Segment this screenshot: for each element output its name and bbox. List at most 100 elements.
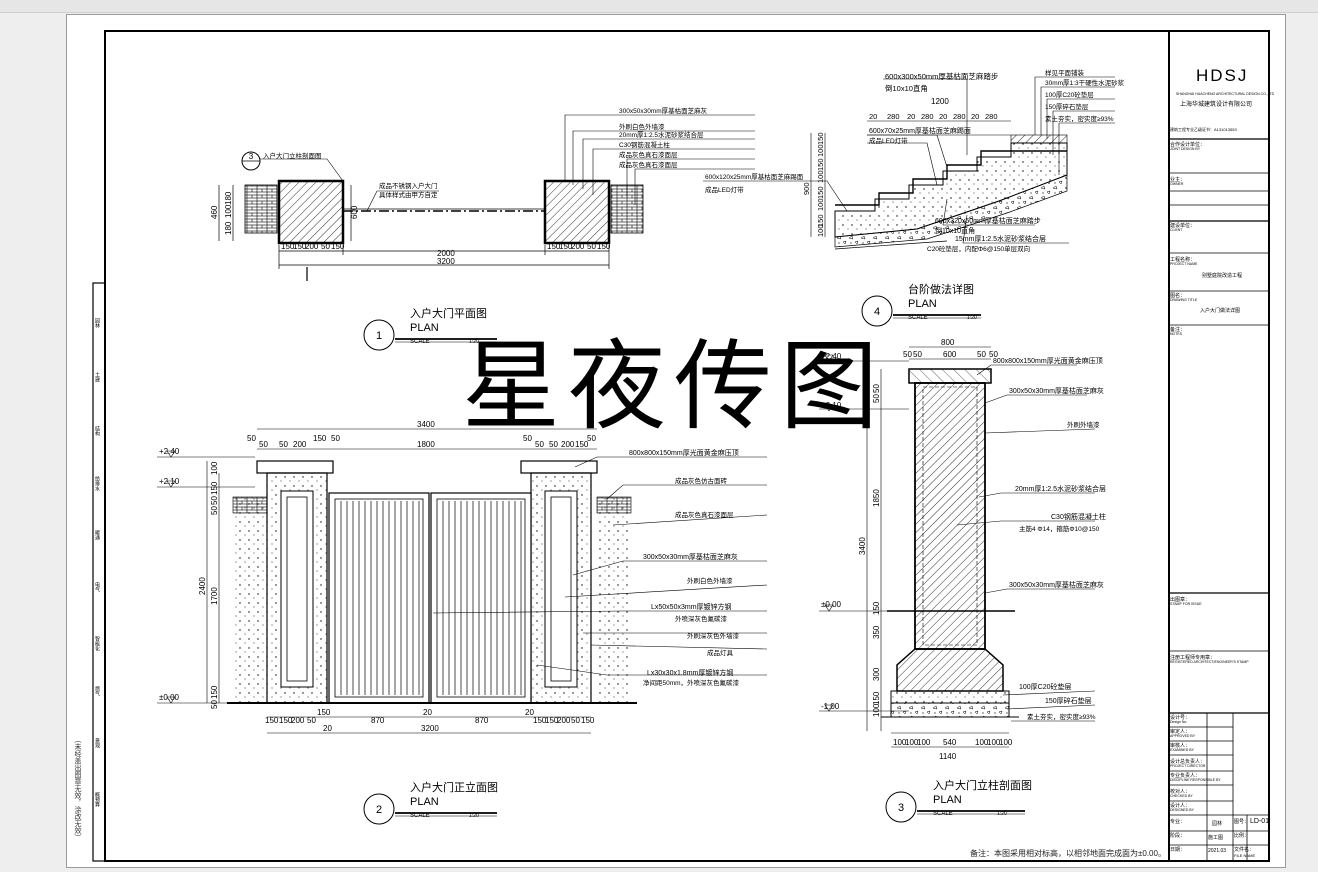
- plan-gate-note-1: 成品不锈钢入户大门: [379, 181, 438, 190]
- plan-dim: 150: [597, 242, 611, 251]
- tb-stamp-label: 出图章：: [1170, 597, 1191, 603]
- step-dim-280: 20: [971, 112, 979, 121]
- plan-dim: 200: [571, 242, 585, 251]
- elevation-dim-left: 150: [210, 481, 219, 495]
- step-title-en: PLAN: [908, 298, 937, 310]
- elevation-dim-top: 50: [279, 440, 288, 449]
- section-level: -1.00: [821, 702, 840, 711]
- tb-date-value: 2021.03: [1208, 848, 1227, 854]
- section-dim-bottom: 100: [975, 738, 989, 747]
- section-dim-left: 150: [872, 601, 881, 615]
- step-note-led: 成品LED灯带: [869, 136, 908, 145]
- step-note-bottom: 600x320x50mm厚基枯面芝麻踏步: [935, 216, 1041, 225]
- section-dim-top: 50: [903, 350, 912, 359]
- step-dim-900: 900: [802, 182, 811, 195]
- tb-sign-sub: DESIGNED BY: [1170, 808, 1194, 812]
- elevation-title-number: 2: [376, 804, 382, 816]
- section-dim-left: 50: [872, 384, 881, 393]
- elevation-note: 外刷白色外墙漆: [687, 576, 733, 585]
- step-note-left-2: 成品LED灯带: [705, 185, 744, 194]
- footer-note: 备注：本图采用相对标高，以相邻地面完成面为±0.00。: [970, 849, 1166, 858]
- section-dim-left: 300: [872, 667, 881, 681]
- tb-sign-label: 校对人：: [1170, 789, 1191, 795]
- tb-joint-sub: JOINT DESIGN BY: [1170, 147, 1201, 151]
- step-note-top: 倒10x10直角: [885, 83, 928, 93]
- left-strip: [92, 282, 106, 862]
- elevation-note: 成品灰色真石漆面层: [675, 510, 734, 519]
- tb-scale-label: 比例：: [1234, 833, 1250, 839]
- step-note-right: 样见平面铺装: [1045, 68, 1085, 77]
- tb-discipline-value: 园林: [1212, 821, 1223, 827]
- section-level: +2.40: [821, 352, 842, 361]
- section-level: +2.10: [821, 401, 842, 410]
- elevation-dim-top: 150: [313, 434, 327, 443]
- tb-project-label: 工程名称：: [1170, 257, 1196, 263]
- tb-sign-sub: CHECKED BY: [1170, 794, 1193, 798]
- section-note: 100厚C20砼垫层: [1019, 682, 1072, 691]
- section-dim-1140: 1140: [939, 752, 957, 761]
- plan-dim: 50: [321, 242, 330, 251]
- plan-dim: 150: [293, 242, 307, 251]
- elevation-dim-bottom: 200: [557, 716, 571, 725]
- company-logo: HDSJ: [1196, 66, 1249, 85]
- plan-view: [218, 114, 755, 281]
- tb-notes-sub: NOTES: [1170, 332, 1183, 336]
- step-dim-280: 280: [921, 112, 934, 121]
- section-note: 300x50x30mm厚基枯面芝麻灰: [1009, 386, 1104, 395]
- left-strip-label: 土建: [94, 372, 100, 382]
- plan-title-scale: SCALE: [410, 339, 430, 345]
- elevation-dim-left: 50: [210, 700, 219, 709]
- plan-dims: 150 150 200 50 150 150 150 200 50 150 20…: [210, 191, 611, 266]
- elevation-note: 外刷深灰色外墙漆: [687, 631, 740, 640]
- elevation-dim-bottom: 150: [533, 716, 547, 725]
- elevation-dim-top: 50: [331, 434, 340, 443]
- step-title-scale: SCALE: [908, 315, 928, 321]
- section-dim-top: 50: [913, 350, 922, 359]
- drawing-canvas: 3 入户大门立柱剖面图 成品不锈钢入户大门 具体样式由甲方自定 300x50x3…: [92, 30, 1270, 862]
- elevation-dim-top: 50: [535, 440, 544, 449]
- elevation-title: 2 入户大门正立面图 PLAN SCALE 1:20: [363, 780, 498, 825]
- tb-sign-sub: APPROVED BY: [1170, 734, 1196, 738]
- plan-gate-note-2: 具体样式由甲方自定: [379, 190, 438, 199]
- section-dim-bottom: 100: [999, 738, 1013, 747]
- elevation-dim-top: 50: [587, 434, 596, 443]
- section-notes: 800x800x150mm厚光面黄金麻压顶 300x50x30mm厚基枯面芝麻灰…: [993, 356, 1106, 721]
- section-dim-left: 150: [872, 691, 881, 705]
- elevation-dim-top: 150: [575, 440, 589, 449]
- plan-callout-text: 入户大门立柱剖面图: [263, 151, 322, 160]
- section-levels: +2.40 +2.10 ±0.00 -1.00: [821, 352, 842, 711]
- step-title: 4 台阶做法详图 PLAN SCALE 1:20: [861, 282, 981, 327]
- step-dim-left: 100: [816, 144, 825, 157]
- left-strip-label: 暖通: [94, 530, 100, 540]
- plan-dim-3200: 3200: [437, 257, 455, 266]
- elevation-dim-bottom: 20: [423, 708, 432, 717]
- elevation-title-scale: SCALE: [410, 813, 430, 819]
- section-dim-left: 50: [872, 394, 881, 403]
- elevation-level: ±0.00: [159, 693, 180, 702]
- elevation-dim-top: 50: [549, 440, 558, 449]
- tb-drawing-value: 入户大门做法详图: [1200, 308, 1241, 314]
- elevation-note: 净间距50mm，外喷深灰色氟碳漆: [643, 678, 740, 687]
- left-strip-label: 电气: [94, 582, 100, 592]
- elevation-dim-left: 100: [210, 461, 219, 475]
- step-dim-left: 150: [816, 214, 825, 227]
- tb-client-sub: CLIENT: [1170, 228, 1183, 232]
- elevation-title-en: PLAN: [410, 796, 439, 808]
- elevation-title-cn: 入户大门正立面图: [410, 780, 498, 794]
- plan-dim-left: 180: [224, 191, 233, 205]
- elevation-dim-bottom: 50: [571, 716, 580, 725]
- elevation-dim-bottom: 150: [265, 716, 279, 725]
- elevation-dim-1800: 1800: [417, 440, 435, 449]
- section-title-cn: 入户大门立柱剖面图: [933, 778, 1032, 792]
- left-strip-label: 给排水: [94, 476, 100, 491]
- plan-note: 成品灰色真石漆面层: [619, 150, 678, 159]
- step-dim-1200: 1200: [931, 97, 949, 106]
- elevation-notes: 800x800x150mm厚光面黄金麻压顶 成品灰色仿古面砖 成品灰色真石漆面层…: [629, 448, 740, 687]
- tb-sign-label: 设计人：: [1170, 803, 1191, 809]
- step-note-top: 600x300x50mm厚基枯面芝麻踏步: [885, 71, 999, 81]
- step-dim-280: 280: [953, 112, 966, 121]
- section-dim-top: 600: [943, 350, 957, 359]
- elevation-dim-top: 50: [523, 434, 532, 443]
- watermark-text: 星夜传图: [462, 330, 887, 444]
- step-dim-280: 20: [869, 112, 877, 121]
